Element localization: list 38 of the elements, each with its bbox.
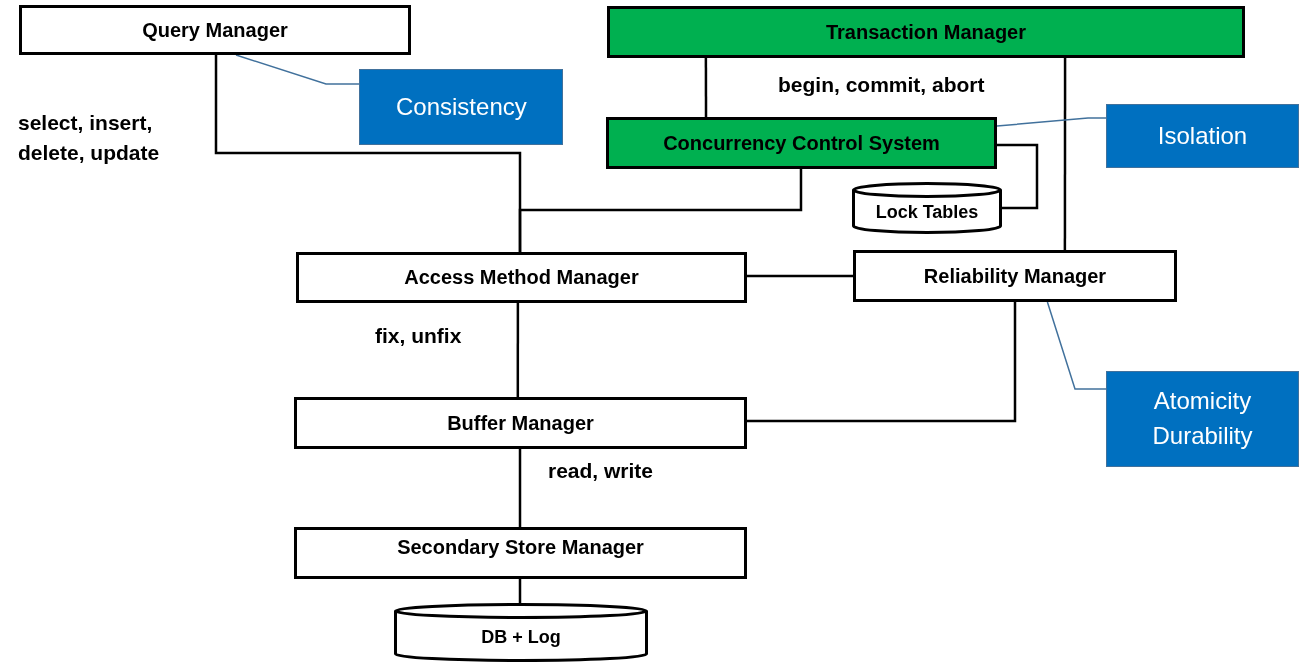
edge-label: fix, unfix — [375, 323, 463, 349]
component-box — [294, 397, 747, 449]
leader-line — [996, 117, 1107, 127]
component-box — [294, 527, 747, 579]
leader-line — [1046, 301, 1107, 390]
connector-line — [518, 449, 522, 527]
connector-line — [997, 143, 1039, 210]
connector-line — [747, 274, 853, 278]
connector-line — [516, 303, 520, 397]
connector-line — [704, 58, 708, 117]
node-label: Lock Tables — [875, 200, 979, 224]
component-box — [607, 6, 1245, 58]
connector-line — [747, 302, 1017, 423]
node-label: Reliability Manager — [922, 263, 1108, 289]
node-label: DB + Log — [481, 626, 561, 650]
connector-line — [518, 579, 522, 603]
node-label: Isolation — [1156, 120, 1249, 151]
node-label: Secondary Store Manager — [397, 534, 644, 560]
component-box — [19, 5, 411, 55]
node-label: Atomicity Durability — [1151, 386, 1254, 451]
node-label: Query Manager — [141, 17, 289, 43]
node-label: Buffer Manager — [446, 410, 595, 436]
node-label: Consistency — [395, 91, 528, 122]
property-box — [359, 69, 563, 145]
component-box — [853, 250, 1177, 302]
connector-line — [1063, 58, 1067, 250]
node-label: Access Method Manager — [403, 265, 640, 290]
property-box — [1106, 104, 1299, 168]
component-box — [296, 252, 747, 303]
property-box — [1106, 371, 1299, 467]
node-label: Transaction Manager — [824, 19, 1028, 45]
leader-line — [235, 54, 360, 85]
edge-label: select, insert, delete, update — [18, 110, 161, 167]
edge-label: read, write — [548, 458, 655, 484]
connector-line — [518, 169, 803, 252]
node-label: Concurrency Control System — [662, 130, 941, 156]
edge-label: begin, commit, abort — [778, 72, 986, 98]
component-box — [606, 117, 997, 169]
